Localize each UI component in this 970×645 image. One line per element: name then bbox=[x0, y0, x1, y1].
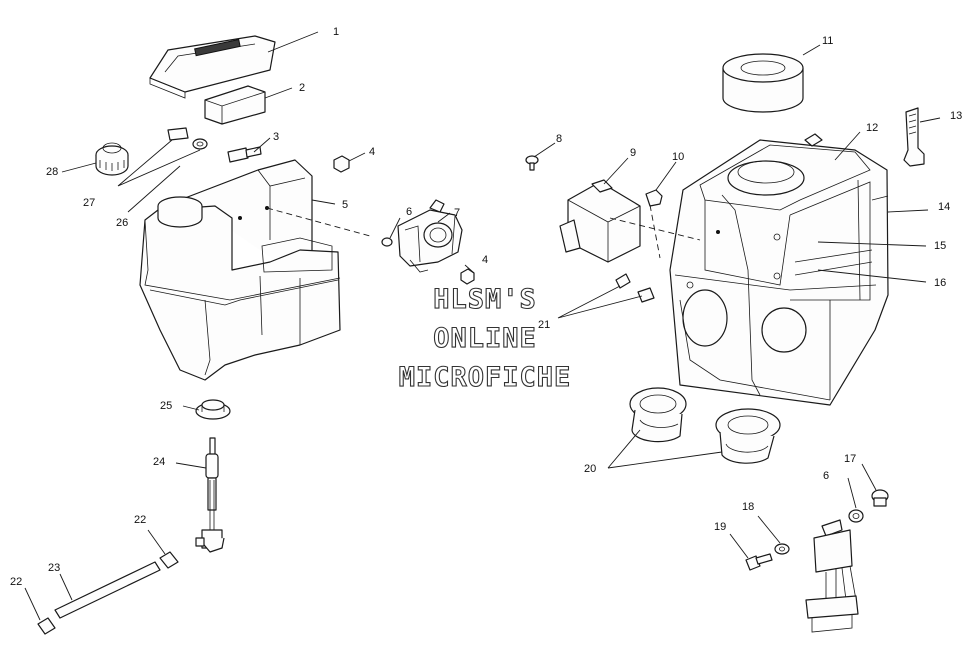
callout-4-lower: 4 bbox=[482, 254, 488, 266]
callout-26: 26 bbox=[116, 217, 128, 229]
callout-4: 4 bbox=[369, 146, 375, 158]
part-7-throttle-body bbox=[397, 199, 463, 273]
part-4-nut-lower bbox=[460, 268, 475, 285]
callout-17: 17 bbox=[844, 453, 856, 465]
callout-12: 12 bbox=[866, 122, 878, 134]
bracket-assembly bbox=[805, 519, 859, 633]
callout-2: 2 bbox=[299, 82, 305, 94]
callout-20: 20 bbox=[584, 463, 596, 475]
watermark-line-1: HLSM'S bbox=[433, 284, 537, 315]
callout-28: 28 bbox=[46, 166, 58, 178]
part-20-boot-left bbox=[629, 387, 687, 443]
callout-3: 3 bbox=[273, 131, 279, 143]
part-24-pickup bbox=[195, 437, 225, 553]
callout-15: 15 bbox=[934, 240, 946, 252]
callout-7: 7 bbox=[454, 207, 460, 219]
part-3-bolt bbox=[227, 146, 262, 163]
part-19-bolt bbox=[745, 553, 773, 571]
part-18-washer bbox=[774, 543, 790, 555]
part-21-fasteners bbox=[615, 273, 655, 303]
leader-lines bbox=[24, 31, 941, 621]
watermark: HLSM'S ONLINE MICROFICHE bbox=[398, 283, 572, 393]
part-8-screw bbox=[525, 155, 539, 171]
part-11-ring bbox=[722, 53, 804, 113]
callout-8: 8 bbox=[556, 133, 562, 145]
callout-13: 13 bbox=[950, 110, 962, 122]
callout-11: 11 bbox=[822, 35, 833, 47]
part-23-hose bbox=[54, 561, 161, 619]
part-22-hose-end-upper bbox=[159, 551, 179, 569]
callout-21: 21 bbox=[538, 319, 550, 331]
part-4-nut bbox=[333, 155, 350, 173]
callout-16: 16 bbox=[934, 277, 946, 289]
part-6-washer bbox=[381, 237, 393, 247]
part-22-hose-end-lower bbox=[37, 617, 56, 635]
callout-25: 25 bbox=[160, 400, 172, 412]
callout-27: 27 bbox=[83, 197, 95, 209]
callout-9: 9 bbox=[630, 147, 636, 159]
callout-22-lower: 22 bbox=[10, 576, 22, 588]
callout-18: 18 bbox=[742, 501, 754, 513]
part-6-washer-right bbox=[848, 509, 864, 523]
part-28-cap bbox=[95, 142, 129, 176]
part-20-boot-right bbox=[715, 408, 781, 464]
part-5-tank bbox=[139, 159, 341, 381]
callout-1: 1 bbox=[333, 26, 339, 38]
part-25-grommet bbox=[195, 399, 231, 420]
part-10-clip bbox=[645, 189, 663, 207]
callout-22-upper: 22 bbox=[134, 514, 146, 526]
callout-6-right: 6 bbox=[823, 470, 829, 482]
part-1-cover bbox=[149, 35, 276, 99]
watermark-line-3: MICROFICHE bbox=[399, 362, 572, 393]
part-2-block bbox=[204, 85, 266, 125]
callout-5: 5 bbox=[342, 199, 348, 211]
callout-23: 23 bbox=[48, 562, 60, 574]
part-17-bolt bbox=[871, 489, 889, 507]
part-26-washer bbox=[192, 138, 208, 150]
callout-labels: 1 2 3 4 4 5 6 7 8 9 10 11 12 13 14 15 16… bbox=[10, 26, 962, 588]
callout-6: 6 bbox=[406, 206, 412, 218]
callout-14: 14 bbox=[938, 201, 950, 213]
callout-24: 24 bbox=[153, 456, 165, 468]
callout-10: 10 bbox=[672, 151, 684, 163]
part-13-latch bbox=[903, 107, 925, 167]
callout-19: 19 bbox=[714, 521, 726, 533]
watermark-line-2: ONLINE bbox=[433, 323, 537, 354]
part-9-module bbox=[559, 179, 641, 263]
part-27-bolt bbox=[167, 127, 189, 141]
part-12-airbox bbox=[669, 133, 889, 406]
